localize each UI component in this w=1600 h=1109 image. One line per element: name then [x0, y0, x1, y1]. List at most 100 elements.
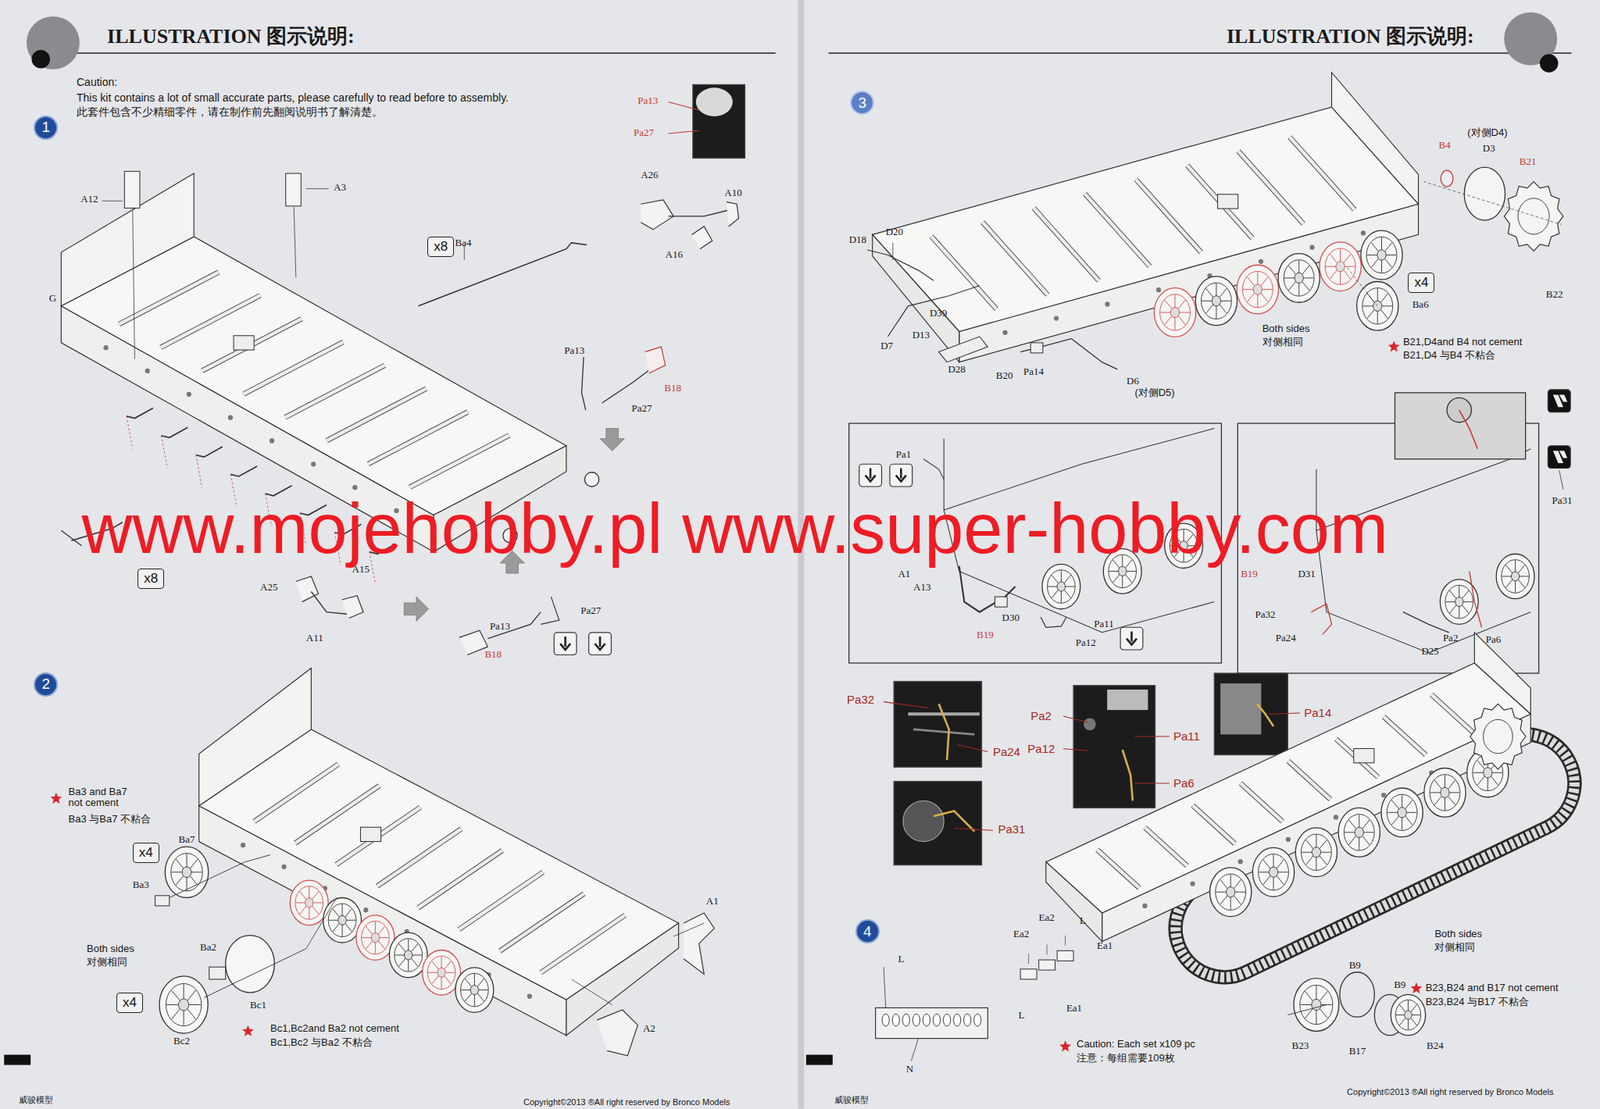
assembly-note: Both sides [1434, 928, 1483, 940]
torsion-bar [982, 222, 1048, 296]
part-label: L [1018, 1010, 1025, 1022]
part-outline [540, 596, 560, 625]
binder-hole [1539, 53, 1559, 73]
instruction-icon [553, 632, 577, 656]
suspension-hole [527, 994, 533, 1000]
torsion-bar [540, 915, 625, 973]
leader-line [883, 702, 929, 709]
road-wheel [1293, 978, 1340, 1033]
assembly-note: 注意：每组需要109枚 [1076, 1053, 1175, 1065]
detail-photo [1122, 750, 1133, 801]
part-label: Pa6 [1485, 634, 1502, 646]
assembly-note: B21,D4and B4 not cement [1403, 336, 1523, 348]
road-wheel [1424, 768, 1466, 818]
step-text: 2 [42, 675, 51, 693]
torsion-bar [377, 828, 462, 886]
part-label: Bc1 [250, 1000, 267, 1011]
assembly-arrow [600, 428, 625, 452]
torsion-bar [417, 850, 503, 908]
instruction-icon [896, 475, 907, 483]
road-wheel [1236, 264, 1279, 315]
torsion-bar [326, 389, 426, 442]
part-label: A12 [80, 193, 98, 205]
part-label: D20 [885, 226, 904, 238]
part-label: Ea1 [1066, 1003, 1083, 1015]
quantity-text: x8 [143, 571, 158, 587]
caution-star [1410, 982, 1422, 994]
detail-photo [1073, 685, 1155, 809]
leader-line [1063, 716, 1088, 723]
suspension-arm [60, 530, 82, 547]
torsion-bar [377, 828, 462, 886]
part-label: B23 [1292, 1040, 1310, 1052]
alignment-line [196, 455, 203, 489]
suspension-hole [1189, 881, 1195, 886]
part-outline [1030, 342, 1043, 354]
leader-line [169, 862, 246, 899]
part-label: B4 [1439, 139, 1451, 151]
part-label: Pa12 [1075, 637, 1097, 649]
quantity-text: x4 [139, 845, 154, 861]
page-mark [3, 1055, 31, 1066]
road-wheel [1319, 242, 1361, 292]
caution-star [50, 792, 62, 804]
road-wheel [1278, 253, 1320, 304]
part-label: Pa31 [1552, 495, 1573, 507]
torsion-bar [243, 342, 343, 395]
part-outline [581, 357, 586, 411]
suspension-arm [126, 407, 154, 418]
leader-line [1064, 935, 1066, 947]
rear-plate [1331, 72, 1418, 204]
torsion-bar [202, 318, 302, 372]
part-label: B21 [1519, 156, 1537, 168]
leader-line [1134, 735, 1169, 737]
binder-hole [26, 16, 80, 70]
torsion-bar [1289, 136, 1355, 210]
quantity-text: x8 [433, 239, 448, 255]
detail-photo [692, 84, 746, 158]
road-wheel [1496, 553, 1535, 599]
caution-note: Caution: [76, 76, 118, 89]
suspension-hole [1285, 837, 1291, 843]
leader-line [1063, 749, 1088, 752]
leader-line [1269, 713, 1300, 715]
road-wheel [323, 898, 362, 943]
torsion-bar [1238, 151, 1304, 225]
part-label: Pa14 [1023, 366, 1044, 378]
part-label: Pa27 [633, 127, 654, 139]
quantity-box: x8 [427, 236, 454, 258]
part-label: Pa27 [580, 605, 601, 617]
torsion-bar [500, 893, 585, 951]
part-outline [1440, 170, 1454, 187]
page-footer: 威骏模型 [834, 1095, 869, 1105]
road-wheel [422, 950, 461, 996]
quantity-text: x4 [1414, 275, 1429, 291]
part-label: Ea2 [1039, 912, 1055, 924]
leader-line [306, 188, 329, 190]
wire-part [1469, 571, 1483, 628]
leader-line [1559, 470, 1564, 490]
detail-photo [893, 781, 982, 865]
part-outline [310, 592, 347, 615]
part-label: Pa1 [896, 449, 912, 461]
leader-line [953, 828, 993, 832]
wheel-hub [155, 896, 170, 907]
suspension-hole [269, 438, 275, 443]
alignment-line [160, 435, 168, 469]
assembly-note: Bc1,Bc2and Ba2 not cement [270, 1023, 400, 1035]
instruction-icon [889, 464, 913, 487]
torsion-bar [1288, 760, 1331, 800]
detail-photo [903, 800, 944, 842]
part-label: Ba4 [455, 237, 472, 249]
sprocket-hub [1483, 719, 1514, 754]
part-outline [994, 596, 1008, 608]
exhaust-part [867, 250, 934, 281]
part-label: B20 [996, 370, 1014, 382]
part-label: D31 [1297, 568, 1315, 580]
torsion-bar [1033, 207, 1099, 281]
leader-line [203, 949, 307, 999]
final-drive [1464, 167, 1505, 221]
road-wheel [455, 967, 494, 1013]
torsion-bar [285, 365, 385, 418]
detail-photo [1257, 703, 1274, 727]
